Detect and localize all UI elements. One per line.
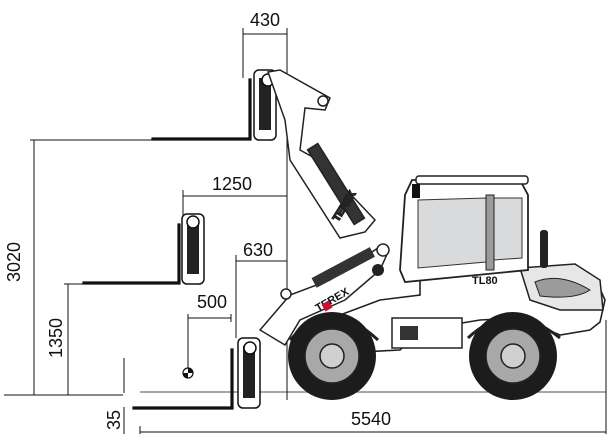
fork-low-position	[132, 337, 261, 410]
cab-front-window	[417, 197, 487, 269]
cab-side-window	[493, 197, 523, 261]
lowered-boom-pivot	[376, 243, 390, 257]
label-3020: 3020	[4, 242, 24, 282]
label-500: 500	[197, 292, 227, 312]
label-1250: 1250	[212, 174, 252, 194]
raised-boom-outline: TEREX	[266, 69, 377, 239]
center-of-gravity-icon	[182, 367, 194, 379]
lowered-boom-tip-pivot	[280, 288, 292, 300]
fork-carriage-low-fill	[243, 346, 255, 398]
fork-carriage-mid-fill	[187, 222, 199, 274]
label-35: 35	[104, 410, 124, 430]
raised-boom-cylinder	[306, 142, 366, 226]
rear-hub-icon	[500, 343, 526, 369]
fork-top-position	[151, 69, 277, 141]
rear-wheel	[469, 312, 557, 400]
label-5540: 5540	[351, 409, 391, 429]
label-630: 630	[243, 240, 273, 260]
cab-roof	[415, 175, 529, 185]
fork-mid-position	[82, 213, 205, 285]
fork-tine-top	[151, 78, 252, 141]
lowered-boom-cylinder	[311, 247, 375, 288]
hydraulic-connector-icon	[372, 264, 384, 276]
label-1350: 1350	[46, 318, 66, 358]
pivot-mid	[186, 215, 200, 229]
center-frame-detail	[400, 326, 418, 340]
pivot-low	[243, 341, 257, 355]
beacon-light-icon	[412, 184, 420, 198]
engine-grille	[534, 277, 591, 298]
lowered-boom-arm	[258, 247, 390, 347]
fork-tine-mid	[82, 223, 181, 285]
label-430: 430	[250, 10, 280, 30]
front-wheel	[288, 312, 376, 400]
fork-tine-low	[132, 348, 234, 410]
dimension-labels: 430 1250 630 500 3020 1350 35 5540	[4, 10, 391, 430]
loader-machine: TEREX TL80	[258, 175, 606, 400]
terex-logo-icon	[321, 300, 333, 312]
cab-pillar	[485, 194, 495, 271]
exhaust-pipe	[540, 230, 548, 268]
fork-carriage-top-fill	[259, 78, 271, 130]
raised-boom-pivot	[317, 95, 329, 107]
front-hub-icon	[319, 343, 345, 369]
model-label: TL80	[472, 275, 498, 287]
